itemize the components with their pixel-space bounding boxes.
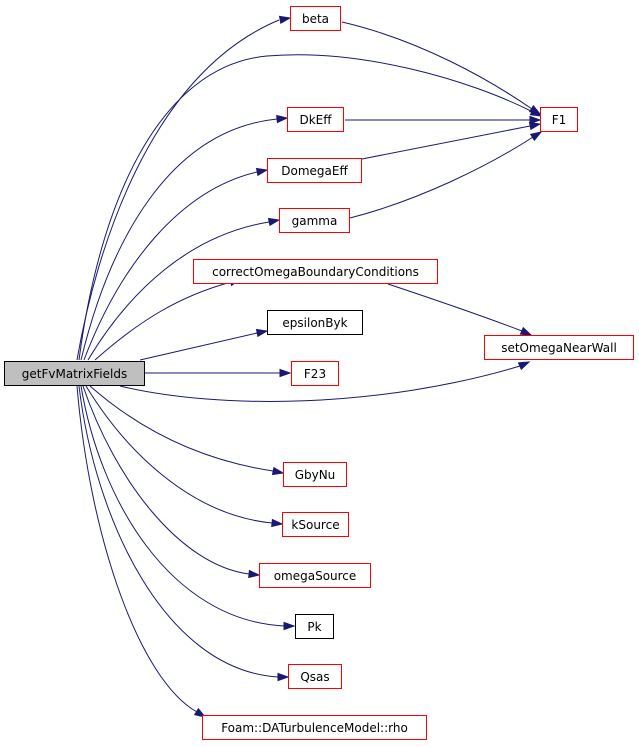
edge-root-dkeff-arrowhead: [276, 114, 289, 124]
edge-root-beta: [76, 15, 292, 361]
edge-root-setomega: [119, 361, 531, 402]
edge-root-epsilon-line: [139, 332, 258, 361]
node-omegasource[interactable]: omegaSource: [259, 563, 371, 588]
edge-root-setomega-line: [119, 365, 521, 402]
edge-root-gbynu-line: [89, 385, 274, 472]
edge-gamma-f1-line: [349, 136, 534, 219]
edge-correct-setomega-line: [387, 283, 523, 332]
edge-dkeff-f1-arrowhead: [529, 115, 542, 125]
edge-gamma-f1-arrowhead: [529, 131, 543, 142]
edge-beta-f1-line: [341, 21, 533, 110]
node-pk: Pk: [295, 614, 334, 639]
node-beta[interactable]: beta: [290, 6, 341, 31]
edge-root-beta-line: [76, 19, 280, 361]
node-getfvmatrixfields: getFvMatrixFields: [4, 361, 145, 386]
edge-root-ksource: [85, 385, 284, 528]
edge-root-pk: [80, 385, 296, 631]
edge-root-f23: [145, 368, 292, 378]
edge-root-setomega-arrowhead: [517, 361, 531, 371]
edge-root-epsilon: [139, 328, 269, 361]
edge-dkeff-f1: [345, 115, 542, 125]
edge-root-qsas-arrowhead: [277, 672, 290, 682]
edge-root-domegaeff: [83, 167, 269, 361]
node-domegaeff[interactable]: DomegaEff: [267, 158, 362, 183]
edge-root-omegasrc: [82, 385, 261, 579]
edge-domegaeff-f1-arrowhead: [528, 121, 542, 131]
edge-beta-f1: [341, 21, 542, 115]
edge-root-rho-line: [76, 385, 198, 713]
node-gamma[interactable]: gamma: [279, 208, 350, 233]
edge-root-domegaeff-line: [83, 171, 258, 361]
edge-root-dkeff: [80, 114, 289, 361]
edge-root-ksource-arrowhead: [271, 518, 284, 528]
edge-root-epsilon-arrowhead: [255, 328, 269, 338]
edge-root-gbynu-arrowhead: [271, 466, 285, 476]
edge-correct-setomega: [387, 283, 533, 336]
edge-domegaeff-f1-line: [361, 125, 531, 160]
edge-root-omegasrc-line: [82, 385, 250, 575]
edge-root-pk-arrowhead: [283, 621, 296, 631]
edge-root-beta-arrowhead: [278, 15, 292, 25]
edge-beta-f1-arrowhead: [528, 104, 542, 115]
edge-root-qsas: [78, 385, 290, 682]
edge-root-gamma-line: [87, 221, 270, 361]
edge-root-dkeff-line: [80, 118, 278, 361]
node-gbynu[interactable]: GbyNu: [283, 462, 347, 487]
edge-domegaeff-f1: [361, 121, 542, 160]
node-epsilonbyk: epsilonByk: [267, 310, 363, 335]
edge-root-gamma: [87, 217, 281, 361]
edge-gamma-f1: [349, 131, 543, 219]
node-f23[interactable]: F23: [291, 361, 339, 386]
edge-root-f1-line: [78, 54, 534, 361]
node-f1[interactable]: F1: [540, 107, 578, 132]
edge-root-rho-arrowhead: [193, 707, 207, 718]
node-setomeganearwall[interactable]: setOmegaNearWall: [484, 335, 634, 360]
edge-root-gbynu: [89, 385, 285, 476]
node-ksource[interactable]: kSource: [282, 512, 349, 537]
node-rho[interactable]: Foam::DATurbulenceModel::rho: [202, 715, 427, 740]
edge-root-domegaeff-arrowhead: [255, 167, 269, 177]
edge-root-f23-arrowhead: [279, 368, 292, 378]
node-dkeff[interactable]: DkEff: [287, 107, 344, 132]
edge-root-qsas-line: [78, 385, 279, 678]
edge-root-correct-line: [94, 281, 232, 361]
edge-root-omegasrc-arrowhead: [248, 569, 261, 579]
edge-root-pk-line: [80, 385, 285, 627]
edge-correct-setomega-arrowhead: [519, 326, 533, 336]
edge-root-rho: [76, 385, 207, 718]
node-qsas[interactable]: Qsas: [288, 664, 342, 689]
node-correctomegaboundaryconditions[interactable]: correctOmegaBoundaryConditions: [193, 259, 438, 284]
edge-root-ksource-line: [85, 385, 273, 524]
edge-root-gamma-arrowhead: [267, 217, 281, 227]
